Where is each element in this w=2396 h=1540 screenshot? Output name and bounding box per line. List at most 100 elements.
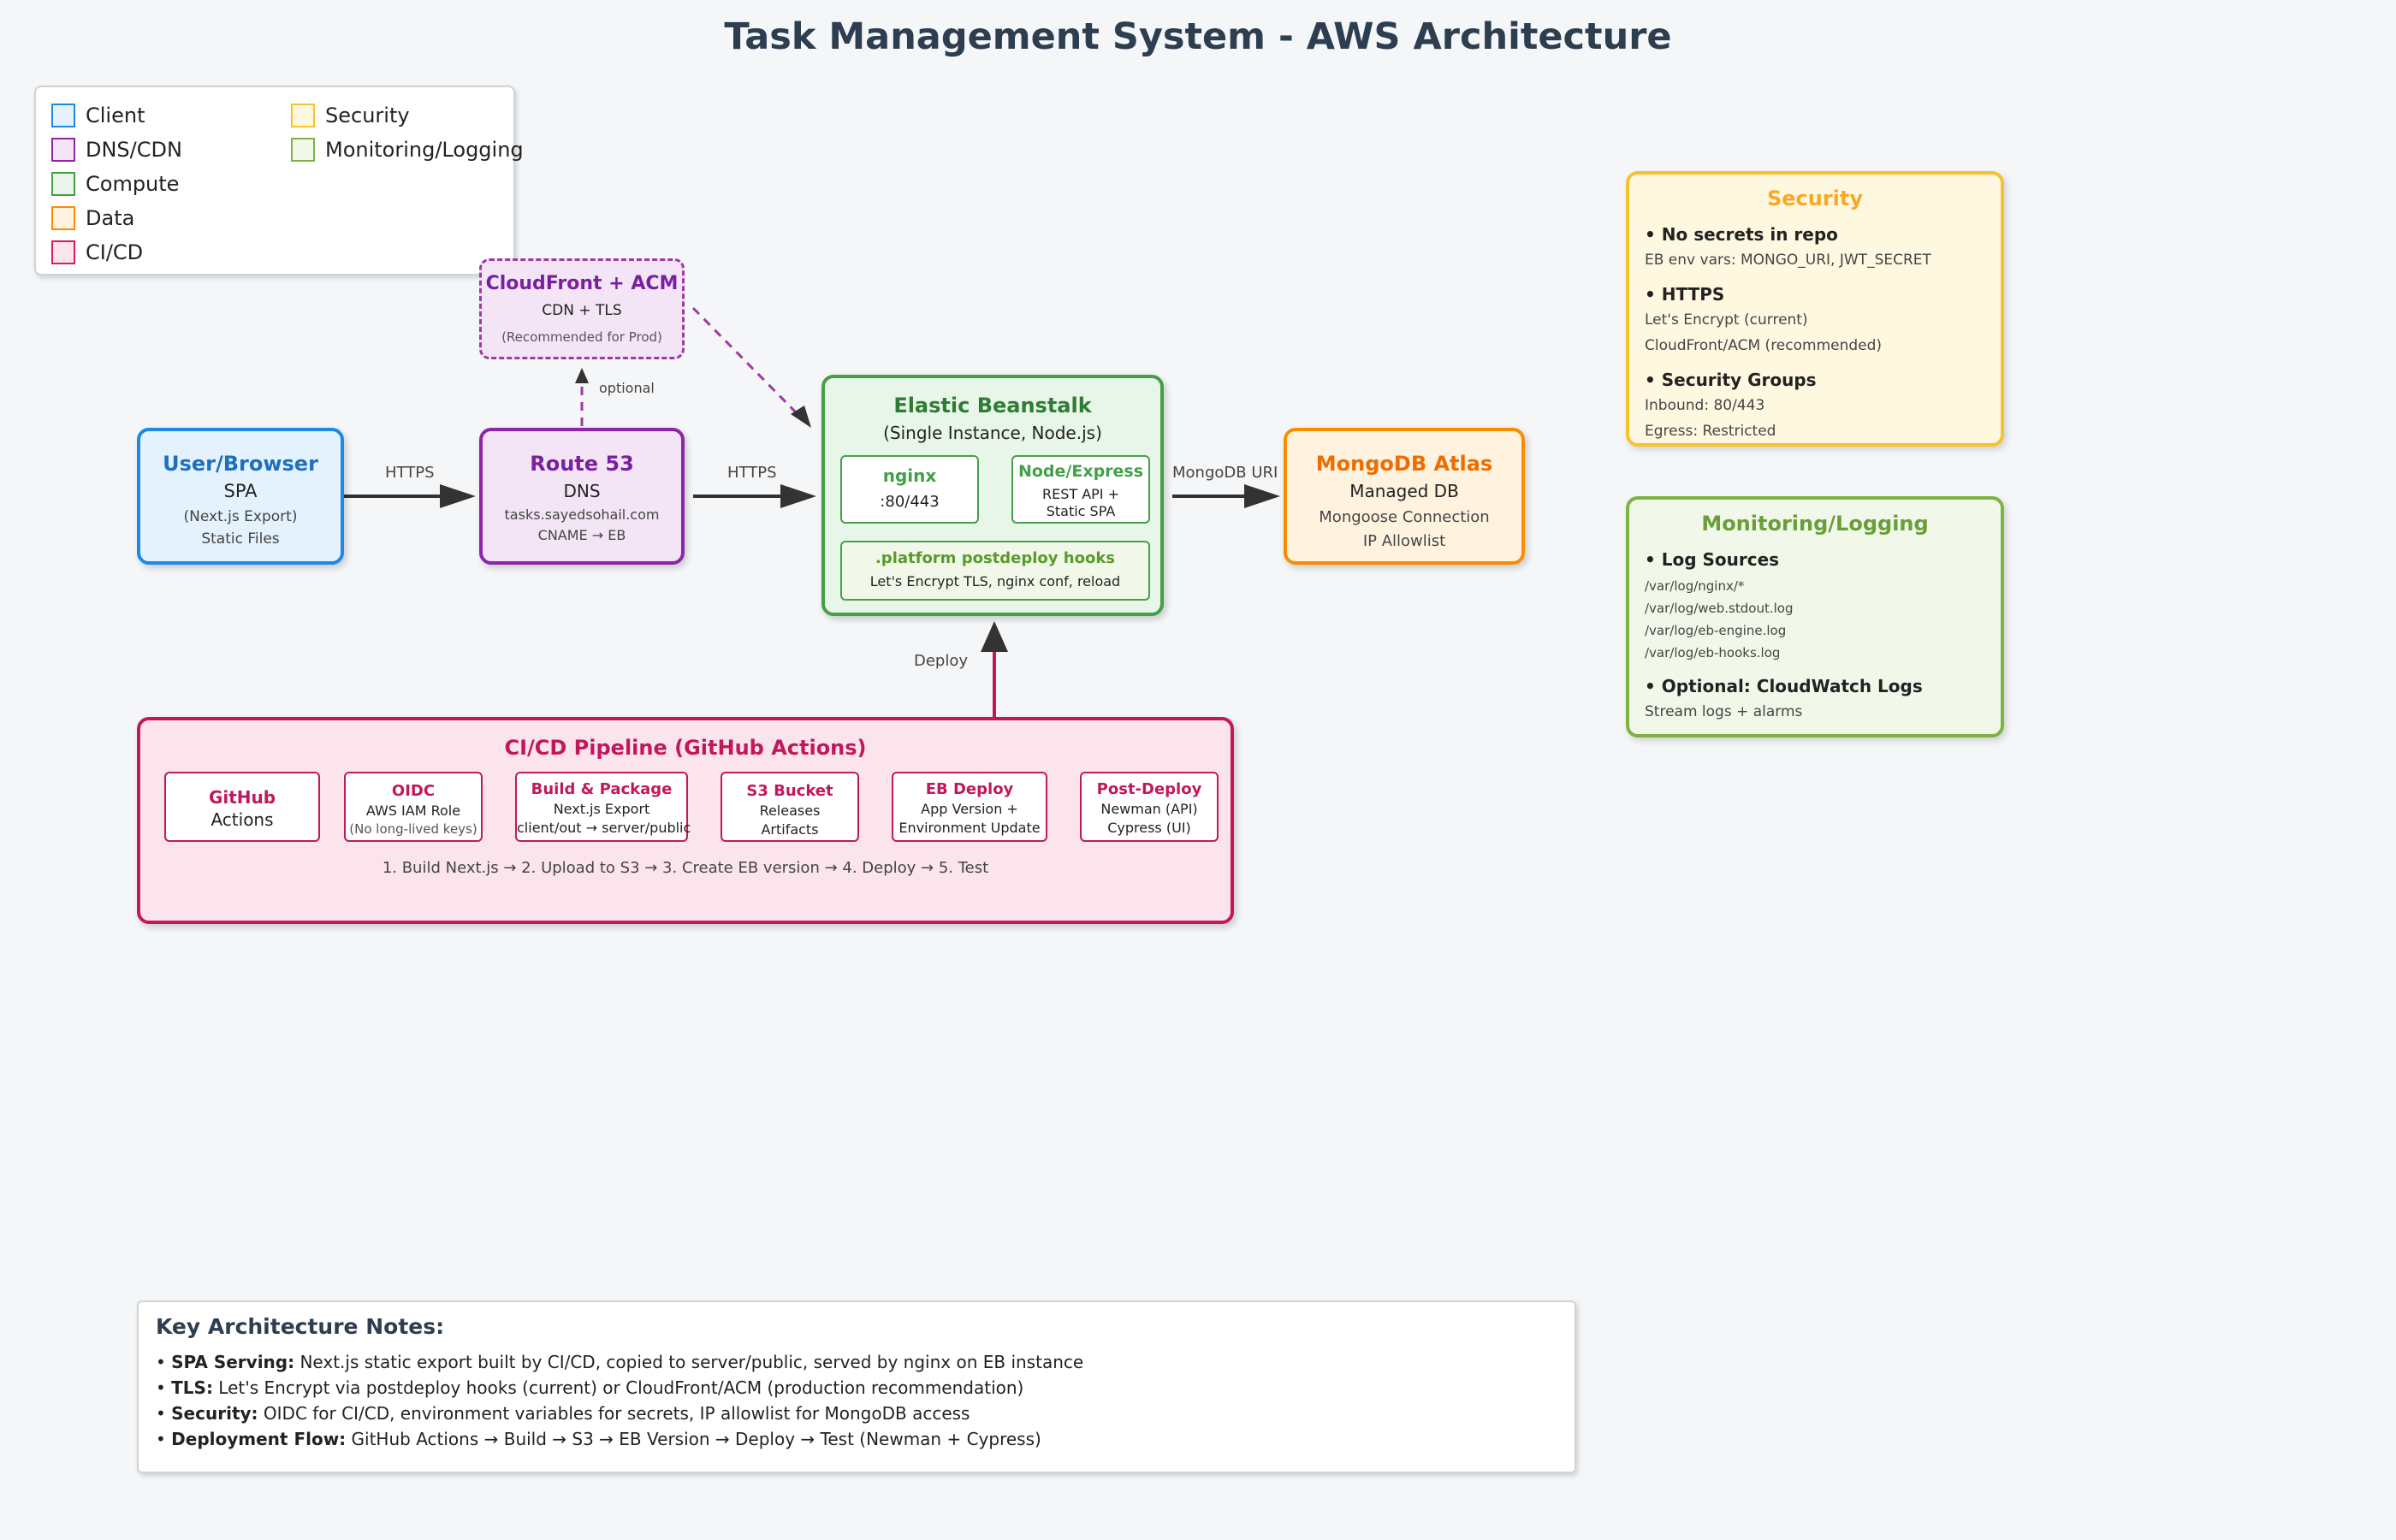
cicd-title: CI/CD Pipeline (GitHub Actions)	[504, 736, 867, 760]
key-architecture-notes: Key Architecture Notes: • SPA Serving: N…	[137, 1300, 1576, 1473]
cicd-step-title: Post-Deploy	[1096, 780, 1202, 798]
edge-label-eb-mongo: MongoDB URI	[1172, 464, 1278, 482]
note-item: • SPA Serving: Next.js static export bui…	[156, 1352, 1084, 1372]
legend-label: Client	[86, 104, 145, 127]
node-express-line2: Static SPA	[1046, 503, 1116, 519]
user-browser-node: User/Browser SPA (Next.js Export) Static…	[137, 428, 344, 565]
monitoring-panel: Monitoring/Logging • Log Sources /var/lo…	[1626, 496, 2004, 737]
mongodb-atlas-node: MongoDB Atlas Managed DB Mongoose Connec…	[1284, 428, 1525, 565]
monitoring-item-head: • Log Sources	[1645, 549, 1780, 570]
security-item-head: • HTTPS	[1645, 284, 1725, 305]
cicd-step-line1: Actions	[211, 809, 274, 830]
cicd-step-title: S3 Bucket	[746, 782, 833, 800]
node-express-title: Node/Express	[1017, 462, 1144, 481]
elastic-beanstalk-node: Elastic Beanstalk (Single Instance, Node…	[821, 375, 1164, 616]
legend-item-data: Data	[51, 204, 134, 233]
route53-line2: tasks.sayedsohail.com	[504, 506, 660, 523]
diagram-title: Task Management System - AWS Architectur…	[724, 15, 1672, 58]
cicd-step-post-deploy: Post-Deploy Newman (API) Cypress (UI)	[1080, 772, 1219, 842]
cicd-step-eb-deploy: EB Deploy App Version + Environment Upda…	[892, 772, 1047, 842]
cloudfront-line2: (Recommended for Prod)	[501, 329, 662, 345]
nginx-port: :80/443	[880, 493, 940, 511]
note-label: TLS:	[171, 1377, 213, 1398]
cicd-step-title: Build & Package	[531, 780, 673, 798]
mongodb-title: MongoDB Atlas	[1315, 452, 1493, 476]
arrowhead-cicd-eb	[981, 621, 1008, 652]
route53-title: Route 53	[530, 452, 634, 476]
cicd-step-line2: Cypress (UI)	[1107, 820, 1191, 836]
user-browser-title: User/Browser	[163, 452, 318, 476]
cicd-step-s3: S3 Bucket Releases Artifacts	[721, 772, 859, 842]
cicd-step-oidc: OIDC AWS IAM Role (No long-lived keys)	[344, 772, 483, 842]
monitoring-title: Monitoring/Logging	[1701, 512, 1929, 536]
edge-label-deploy: Deploy	[914, 652, 969, 670]
legend-item-client: Client	[51, 101, 145, 130]
note-item: • Deployment Flow: GitHub Actions → Buil…	[156, 1429, 1041, 1449]
legend-label: Monitoring/Logging	[325, 138, 524, 162]
user-browser-line3: Static Files	[201, 530, 280, 548]
cloudfront-node: CloudFront + ACM CDN + TLS (Recommended …	[479, 258, 685, 359]
edge-label-user-route53: HTTPS	[385, 464, 435, 482]
arrowhead-route53-cloudfront	[575, 368, 589, 383]
legend-item-monitoring: Monitoring/Logging	[291, 135, 524, 164]
route53-line3: CNAME → EB	[537, 527, 626, 543]
security-item-line: Let's Encrypt (current)	[1645, 311, 1808, 329]
cicd-step-title: EB Deploy	[925, 780, 1014, 798]
user-browser-line2: (Next.js Export)	[183, 508, 298, 525]
cicd-step-line2: Environment Update	[898, 820, 1041, 836]
security-panel: Security • No secrets in repo EB env var…	[1626, 171, 2004, 447]
cloudfront-line1: CDN + TLS	[542, 302, 622, 319]
eb-title: Elastic Beanstalk	[893, 394, 1092, 418]
route53-node: Route 53 DNS tasks.sayedsohail.com CNAME…	[479, 428, 685, 565]
mongodb-line1: Managed DB	[1349, 481, 1459, 501]
arrowhead-cloudfront-eb	[791, 406, 811, 428]
node-express-box: Node/Express REST API + Static SPA	[1011, 455, 1150, 524]
cicd-step-line1: Newman (API)	[1100, 801, 1198, 817]
legend-label: Security	[325, 104, 410, 127]
cicd-step-line2: client/out → server/public	[517, 820, 691, 836]
cicd-step-line1: Releases	[759, 803, 821, 819]
mongodb-line3: IP Allowlist	[1362, 532, 1446, 550]
mongodb-line2: Mongoose Connection	[1319, 508, 1490, 526]
monitoring-item-line: /var/log/eb-hooks.log	[1645, 645, 1781, 660]
legend-swatch-security	[291, 104, 315, 127]
monitoring-item-head: • Optional: CloudWatch Logs	[1645, 676, 1923, 696]
security-title: Security	[1766, 187, 1864, 210]
monitoring-item-line: Stream logs + alarms	[1645, 703, 1803, 720]
cicd-flow: 1. Build Next.js → 2. Upload to S3 → 3. …	[382, 859, 989, 877]
cloudfront-title: CloudFront + ACM	[485, 273, 679, 294]
legend-swatch-data	[51, 206, 75, 230]
cicd-step-title: OIDC	[391, 782, 436, 800]
legend-swatch-monitoring	[291, 138, 315, 162]
monitoring-item-line: /var/log/eb-engine.log	[1645, 623, 1787, 638]
note-item: • TLS: Let's Encrypt via postdeploy hook…	[156, 1377, 1024, 1398]
legend-label: DNS/CDN	[86, 138, 182, 162]
note-text: GitHub Actions → Build → S3 → EB Version…	[346, 1429, 1041, 1449]
nginx-box: nginx :80/443	[840, 455, 979, 524]
note-text: Let's Encrypt via postdeploy hooks (curr…	[212, 1377, 1024, 1398]
security-item-line: Inbound: 80/443	[1645, 397, 1765, 414]
cicd-step-github: GitHub Actions	[164, 772, 320, 842]
note-text: OIDC for CI/CD, environment variables fo…	[258, 1403, 970, 1424]
cicd-step-title: GitHub	[208, 787, 276, 808]
arrowhead-route53-eb	[780, 484, 816, 508]
security-item-head: • No secrets in repo	[1645, 224, 1838, 245]
cicd-step-line2: (No long-lived keys)	[349, 821, 477, 837]
user-browser-line1: SPA	[223, 481, 258, 501]
node-express-line1: REST API +	[1041, 486, 1120, 502]
notes-title: Key Architecture Notes:	[156, 1314, 445, 1339]
cicd-pipeline: CI/CD Pipeline (GitHub Actions) GitHub A…	[137, 717, 1234, 924]
note-label: SPA Serving:	[171, 1352, 295, 1372]
legend-label: CI/CD	[86, 240, 144, 264]
cicd-step-line1: App Version +	[921, 801, 1018, 817]
cicd-step-line1: Next.js Export	[553, 801, 650, 817]
edge-label-optional: optional	[599, 380, 655, 396]
edge-label-route53-eb: HTTPS	[727, 464, 777, 482]
legend-swatch-dns-cdn	[51, 138, 75, 162]
legend: Client DNS/CDN Compute Data CI/CD Securi…	[34, 86, 524, 275]
legend-label: Compute	[86, 172, 180, 196]
cicd-step-build: Build & Package Next.js Export client/ou…	[515, 772, 691, 842]
security-item-line: CloudFront/ACM (recommended)	[1645, 337, 1883, 354]
hooks-title: .platform postdeploy hooks	[875, 549, 1116, 567]
eb-subtitle: (Single Instance, Node.js)	[883, 423, 1102, 443]
